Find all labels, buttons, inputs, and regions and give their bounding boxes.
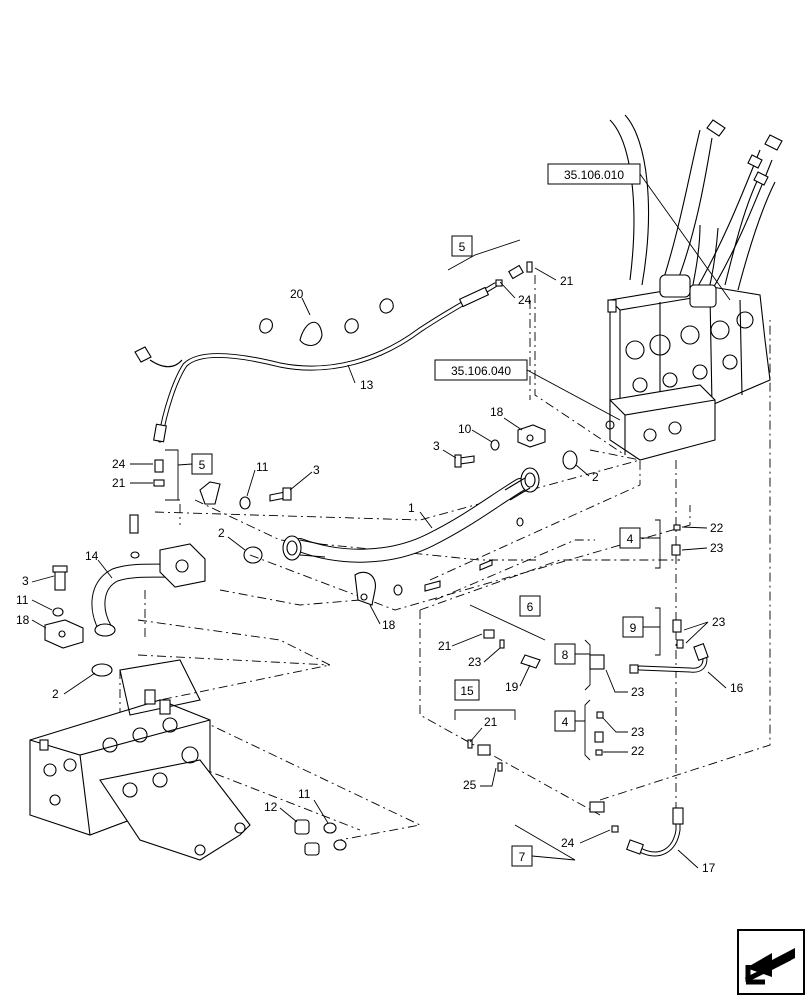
reference-box-a: 35.106.010 xyxy=(547,163,731,301)
callout-22-lower: 22 xyxy=(631,744,645,758)
hose-17 xyxy=(626,807,684,857)
callout-3-right: 3 xyxy=(313,463,320,477)
callout-23-lower: 23 xyxy=(631,725,645,739)
callout-11-bottom: 11 xyxy=(298,787,311,801)
callout-2-right: 2 xyxy=(592,470,599,484)
callout-17: 17 xyxy=(702,861,716,875)
label-box-4-upper: 4 xyxy=(619,519,661,569)
fittings-right xyxy=(467,524,684,833)
bolts-3 xyxy=(52,454,493,592)
svg-text:7: 7 xyxy=(519,850,526,864)
reference-label-b: 35.106.040 xyxy=(451,364,511,378)
svg-text:4: 4 xyxy=(627,532,634,546)
callout-1: 1 xyxy=(408,501,415,515)
callout-24-bottom: 24 xyxy=(561,836,575,850)
callout-2-left: 2 xyxy=(52,687,59,701)
svg-text:5: 5 xyxy=(199,458,206,472)
label-box-9: 9 xyxy=(622,607,661,656)
label-box-5-left: 5 xyxy=(165,449,213,501)
washers xyxy=(52,439,524,834)
callout-21-fifteen: 21 xyxy=(484,715,498,729)
elbow-14 xyxy=(91,543,206,637)
callout-12: 12 xyxy=(264,800,278,814)
hose-13 xyxy=(134,282,498,443)
callout-13: 13 xyxy=(360,378,374,392)
hose-16 xyxy=(637,643,709,673)
control-valve-lower xyxy=(29,659,251,861)
callout-3-left: 3 xyxy=(22,574,29,588)
callout-20: 20 xyxy=(290,287,304,301)
svg-text:15: 15 xyxy=(460,684,474,698)
callout-18-bottom: 18 xyxy=(382,618,396,632)
fittings-left xyxy=(153,459,221,505)
callout-25: 25 xyxy=(463,778,477,792)
callout-23-nine: 23 xyxy=(712,615,726,629)
svg-text:8: 8 xyxy=(562,648,569,662)
reference-box-b: 35.106.040 xyxy=(434,359,621,421)
callout-21-left: 21 xyxy=(112,476,126,490)
callout-14: 14 xyxy=(85,549,99,563)
label-box-15: 15 xyxy=(454,679,516,720)
callout-11-left: 11 xyxy=(16,593,29,607)
label-box-6: 6 xyxy=(469,595,546,641)
callout-16: 16 xyxy=(730,681,744,695)
callout-23-eight: 23 xyxy=(631,685,645,699)
callout-18-left: 18 xyxy=(16,613,30,627)
callout-21-top: 21 xyxy=(560,274,574,288)
flange-clamp-18-bottom xyxy=(354,571,376,606)
clamps-20 xyxy=(259,298,394,346)
callout-18-top: 18 xyxy=(490,405,504,419)
label-box-8: 8 xyxy=(554,639,591,691)
bolts-12 xyxy=(294,819,347,856)
label-box-4-lower: 4 xyxy=(554,699,591,761)
callout-23-upper: 23 xyxy=(710,541,724,555)
control-valve-upper xyxy=(605,114,783,461)
callout-2-mid: 2 xyxy=(218,526,225,540)
flange-clamp-18-left xyxy=(44,619,84,649)
label-box-5-top: 5 xyxy=(447,235,521,271)
callout-3-mid: 3 xyxy=(433,439,440,453)
fittings-top xyxy=(495,261,533,287)
callout-24-top: 24 xyxy=(518,293,532,307)
svg-text:6: 6 xyxy=(527,600,534,614)
tube-1 xyxy=(282,467,540,563)
label-box-7: 7 xyxy=(511,824,576,867)
svg-text:9: 9 xyxy=(630,621,637,635)
o-rings-2 xyxy=(91,450,578,677)
callout-numbers: 20 21 24 13 18 10 3 2 1 24 21 11 3 2 14 … xyxy=(16,267,744,875)
callout-22-upper: 22 xyxy=(710,521,724,535)
callout-24-left: 24 xyxy=(112,457,126,471)
callout-10: 10 xyxy=(458,422,472,436)
callout-21-six: 21 xyxy=(438,639,452,653)
callout-11-mid: 11 xyxy=(256,460,269,474)
svg-text:4: 4 xyxy=(562,715,569,729)
callout-19: 19 xyxy=(505,680,519,694)
svg-text:5: 5 xyxy=(459,240,466,254)
callout-23-six: 23 xyxy=(468,655,482,669)
arrow-nav-icon[interactable] xyxy=(737,929,805,995)
flange-clamp-18-top xyxy=(517,424,546,448)
reference-label-a: 35.106.010 xyxy=(564,168,624,182)
